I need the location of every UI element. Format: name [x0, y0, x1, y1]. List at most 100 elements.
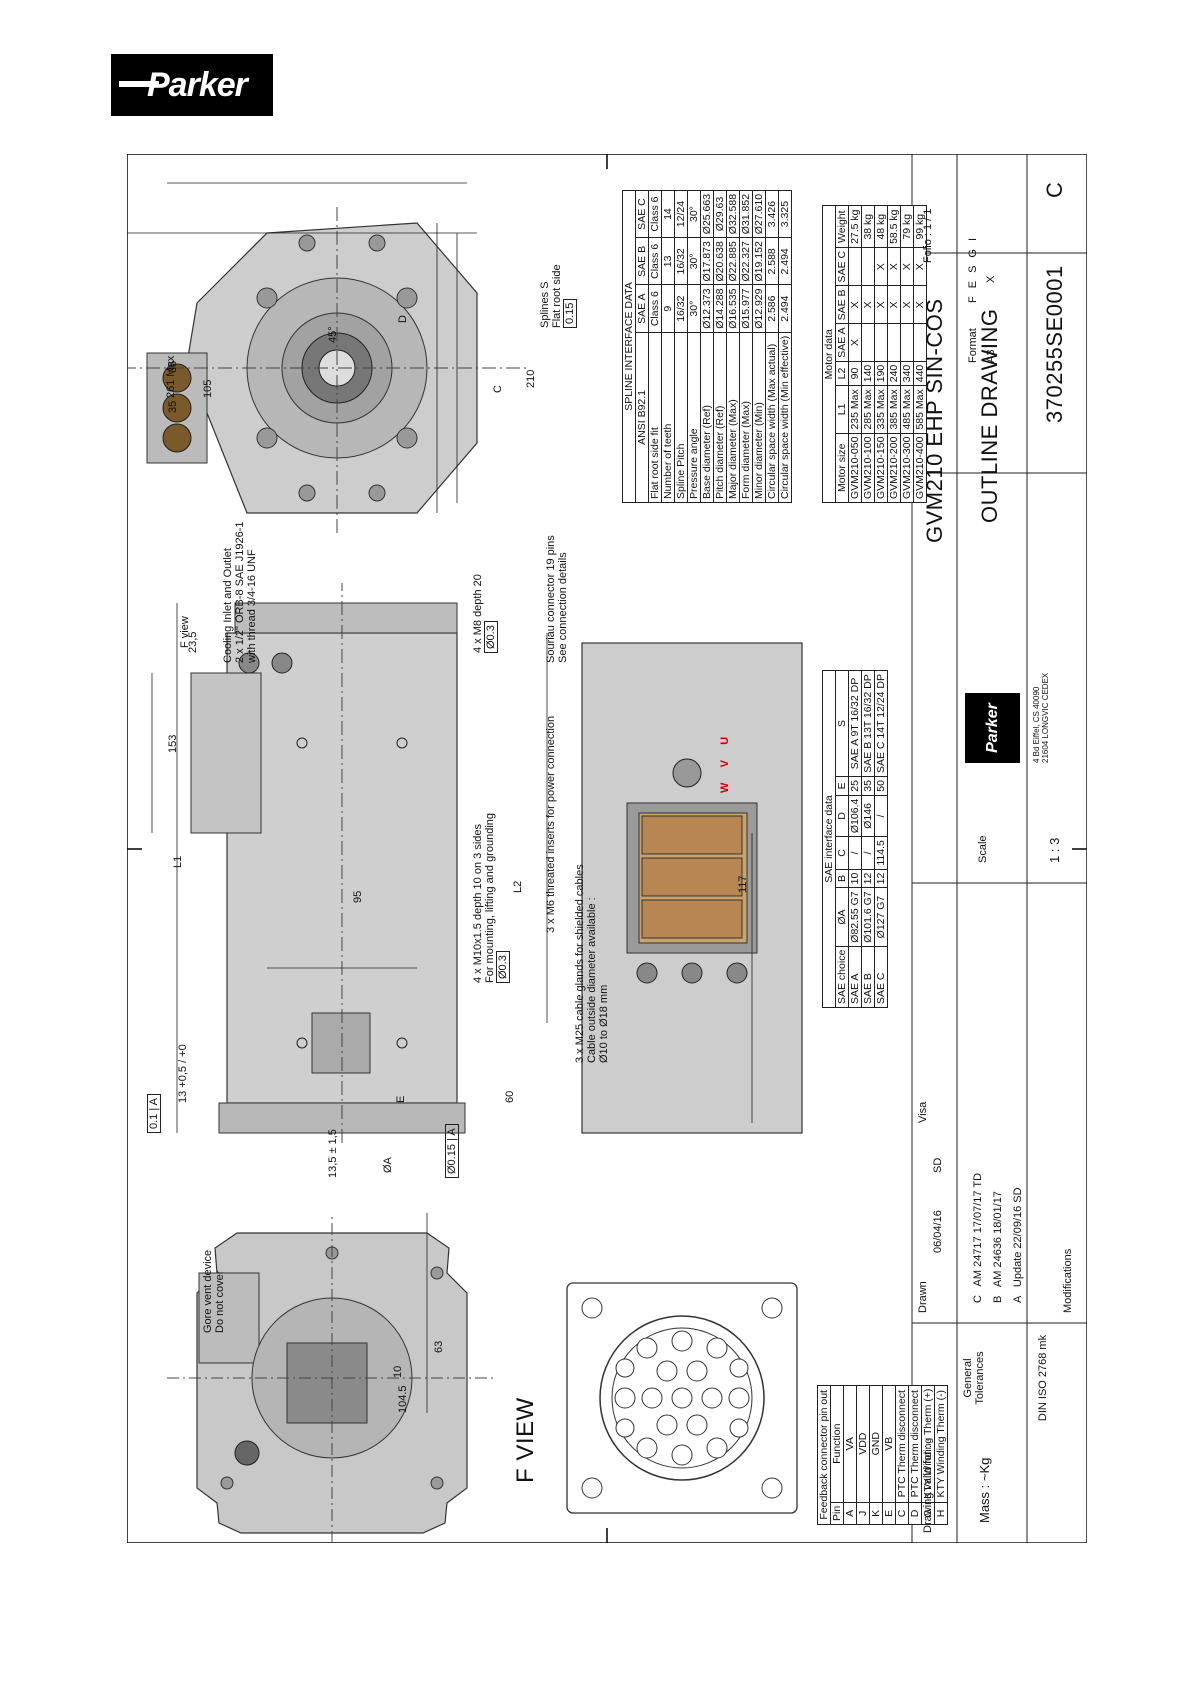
mod-rev: B	[992, 1295, 1004, 1303]
drawing-number: 370255SE0001	[1042, 265, 1067, 423]
drawing-valid-for: Drawing valid for : -	[922, 1438, 934, 1533]
table-cell: Ø32.588	[726, 190, 740, 238]
table-cell: 13	[661, 237, 675, 285]
grid-letter: F	[967, 288, 979, 303]
scale-label: Scale	[977, 835, 989, 863]
table-cell: 50	[874, 776, 888, 796]
conc-value: Ø0.15	[446, 1144, 458, 1174]
phase-u: U	[719, 736, 731, 745]
table-cell: 12	[861, 869, 875, 888]
dim-l2: L2	[512, 880, 524, 893]
dim-13: 13 +0,5 / +0	[177, 1044, 189, 1103]
table-cell: Form diameter (Max)	[739, 332, 753, 503]
dim-60: 60	[504, 1090, 516, 1103]
feedback-header-cell: Function	[830, 1385, 844, 1503]
grid-letter: E	[967, 272, 979, 289]
table-cell: X	[848, 285, 862, 324]
table-cell: 2.586	[765, 285, 779, 333]
glands-line3: Ø10 to Ø18 mm	[598, 984, 610, 1063]
table-cell: X	[900, 285, 914, 324]
sae-title: SAE interface data	[822, 670, 836, 1008]
side-view	[190, 583, 466, 1143]
table-cell: 3.426	[765, 190, 779, 238]
table-cell: /	[861, 836, 875, 870]
table-cell: 14	[661, 190, 675, 238]
runout-tolerance: 0.15	[563, 298, 577, 328]
table-cell: 12/24	[674, 190, 688, 238]
dim-10: 10	[392, 1365, 404, 1378]
perpendicularity-tolerance: 0.1 | A	[147, 1093, 161, 1133]
mod-desc: AM 24717 17/07/17 TD	[972, 1172, 984, 1287]
phase-w: W	[719, 782, 731, 793]
souriau-note: Souriau connector 19 pins See connection…	[545, 535, 569, 663]
dim-63: 63	[433, 1340, 445, 1353]
sae-header-cell: B	[835, 869, 849, 888]
table-cell: /	[848, 836, 862, 870]
feedback-title: Feedback connector pin out	[817, 1385, 831, 1525]
table-cell: Ø31.852	[739, 190, 753, 238]
m8-text: 4 x M8 depth 20	[472, 574, 484, 653]
dim-105: 105	[202, 379, 214, 398]
mod-row-b: B AM 24636 18/01/17	[992, 1191, 1004, 1303]
drawing-frame	[127, 154, 1087, 1543]
table-cell: 30°	[687, 285, 701, 333]
f-view-connector	[566, 1282, 798, 1514]
table-cell: 335 Max	[874, 385, 888, 434]
table-cell: 27.5 kg	[848, 205, 862, 248]
table-cell: C	[895, 1502, 909, 1525]
table-cell: 10	[848, 869, 862, 888]
table-cell: 340	[900, 361, 914, 386]
table-cell: 2.588	[765, 237, 779, 285]
sae-header-cell: C	[835, 836, 849, 870]
dimension-lines	[127, 182, 753, 1413]
table-cell: 140	[861, 361, 875, 386]
general-tolerances: General Tolerances	[962, 1351, 986, 1405]
table-cell: 90	[848, 361, 862, 386]
glands-line2: Cable outside diameter available :	[586, 897, 598, 1063]
souriau-line2: See connection details	[557, 552, 569, 663]
table-cell: VDD	[856, 1385, 870, 1503]
table-cell: X	[900, 247, 914, 286]
table-cell	[861, 323, 875, 362]
spline-header-cell: ANSI B92.1	[635, 332, 649, 503]
table-cell: SAE C 14T 12/24 DP	[874, 670, 888, 777]
sae-header-cell: E	[835, 776, 849, 796]
gore-vent-line1: Gore vent device	[202, 1249, 214, 1333]
table-cell: Ø12.929	[752, 285, 766, 333]
m8-note: 4 x M8 depth 20 Ø0.3	[472, 574, 498, 653]
spline-header-cell: SAE A	[635, 285, 649, 333]
table-cell	[861, 247, 875, 286]
company-address: 4 Bd Eiffel, CS 40090 21604 LONGVIC CEDE…	[1032, 673, 1050, 763]
dim-35a: 35	[167, 360, 179, 373]
drawn-by: SD	[932, 1157, 944, 1173]
table-cell: 114.5	[874, 836, 888, 870]
titleblock-logo: Parker	[965, 693, 1020, 763]
table-cell: X	[887, 247, 901, 286]
souriau-line1: Souriau connector 19 pins	[545, 535, 557, 663]
table-cell: Ø25.663	[700, 190, 714, 238]
drawn-label: Drawn	[917, 1281, 929, 1313]
table-cell: Ø22.885	[726, 237, 740, 285]
grid-letters: FESGI	[967, 230, 979, 303]
table-cell: X	[861, 285, 875, 324]
table-cell: /	[874, 795, 888, 837]
phase-v: V	[719, 759, 731, 768]
mod-desc: Update 22/09/16 SD	[1012, 1187, 1024, 1288]
spline-title: SPLINE INTERFACE DATA	[622, 190, 636, 503]
table-cell: KTY Winding Therm (-)	[934, 1385, 948, 1503]
m8-tolerance: Ø0.3	[484, 621, 498, 653]
table-cell: 16/32	[674, 237, 688, 285]
table-cell: PTC Therm disconnect	[908, 1385, 922, 1503]
table-cell: Ø15.977	[739, 285, 753, 333]
mod-row-c: C AM 24717 17/07/17 TD	[972, 1173, 984, 1303]
perp-datum: A	[148, 1097, 160, 1106]
